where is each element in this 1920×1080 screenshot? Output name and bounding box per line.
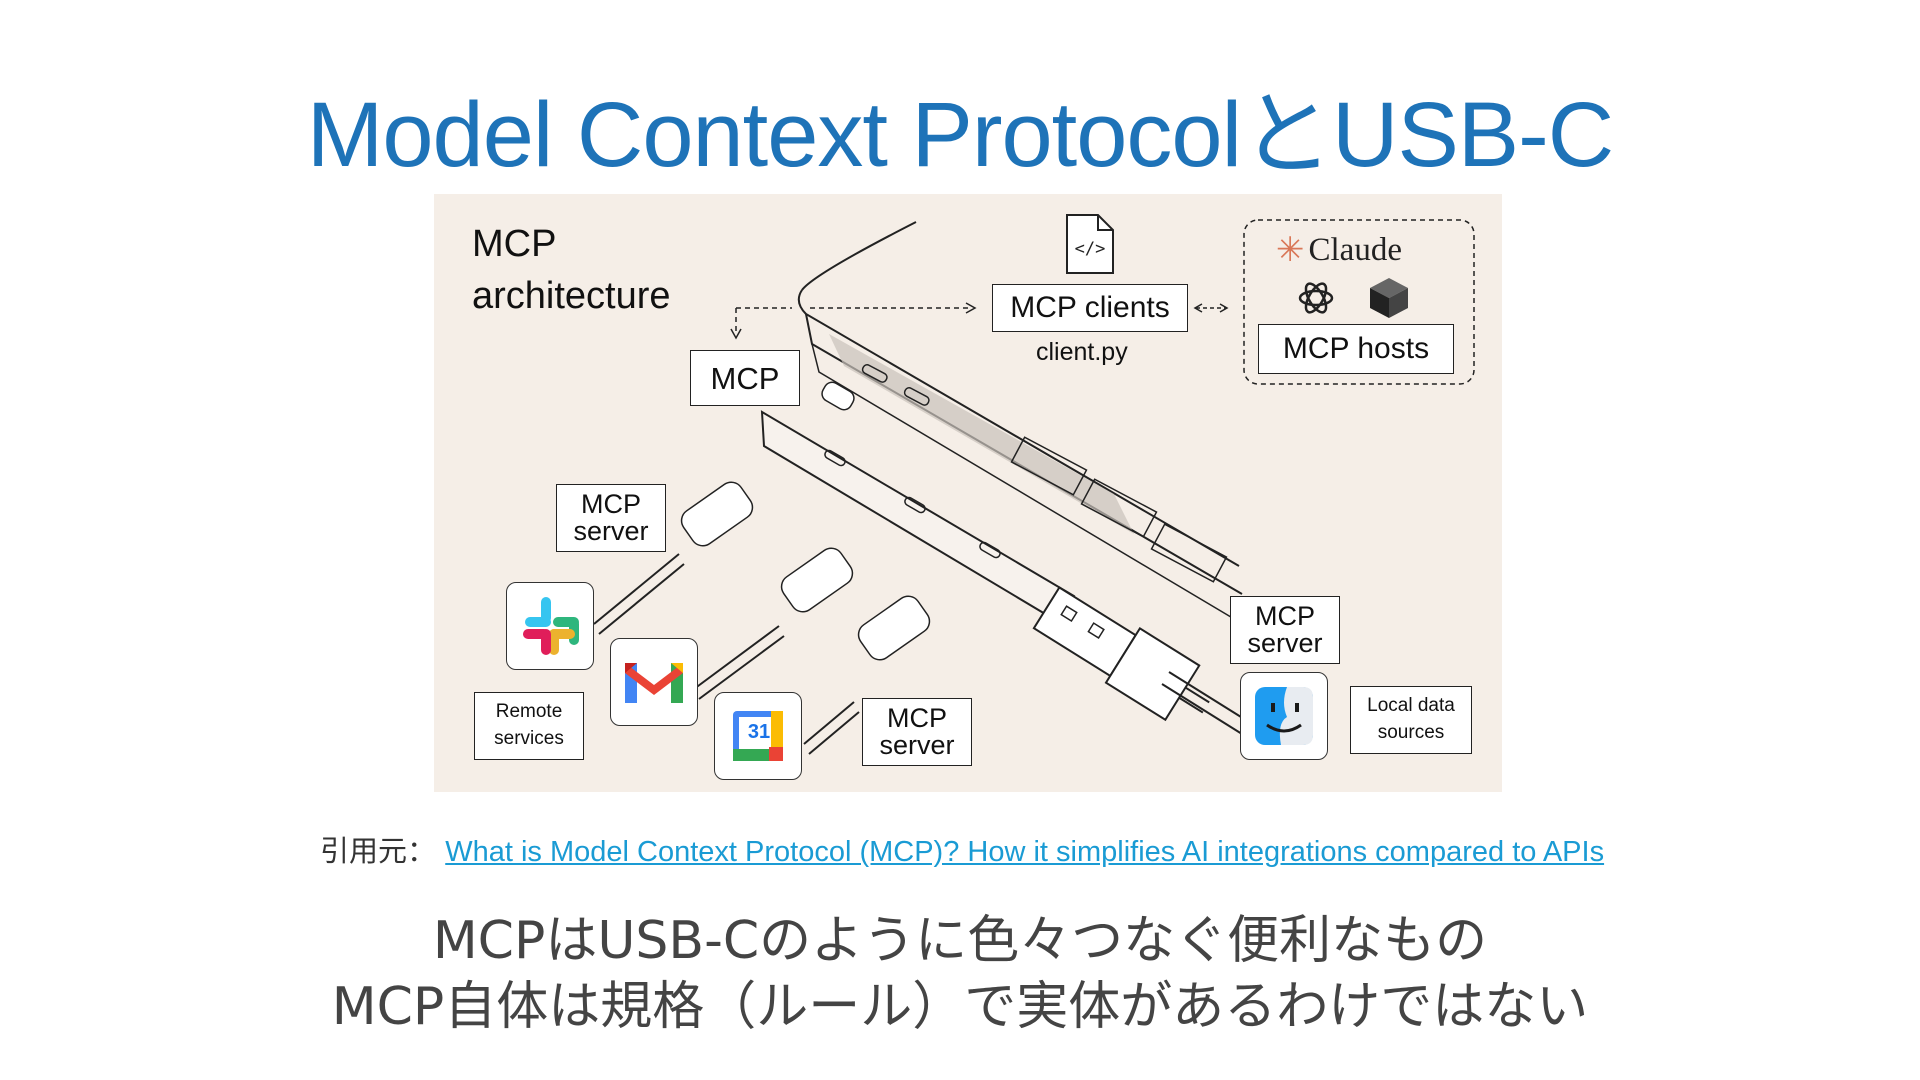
diagram-illustration (593, 219, 1475, 755)
slack-icon (523, 597, 579, 655)
slack-app-tile (506, 582, 594, 670)
local-data-sources-label: Local data sources (1350, 686, 1472, 754)
claude-logo: ✳ Claude (1276, 230, 1402, 270)
code-file-icon: </> (1066, 214, 1114, 274)
claude-logo-text: Claude (1308, 231, 1402, 268)
cube-logo-icon (1370, 278, 1408, 318)
openai-logo-icon (1298, 282, 1334, 314)
mcp-server-label-top: MCP server (556, 484, 666, 552)
diagram-heading-line1: MCP (472, 223, 557, 265)
mcp-server-label-right: MCP server (1230, 596, 1340, 664)
svg-text:</>: </> (1075, 239, 1106, 259)
mcp-hosts-label: MCP hosts (1258, 324, 1454, 374)
mcp-clients-label: MCP clients (992, 284, 1188, 332)
finder-icon (1255, 687, 1313, 745)
gmail-app-tile (610, 638, 698, 726)
gmail-icon (625, 663, 683, 703)
slide-title: Model Context ProtocolとUSB-C (306, 84, 1615, 186)
mcp-architecture-diagram: MCP architecture </> MCP clients client.… (434, 194, 1502, 792)
note-line-2: MCP自体は規格（ルール）で実体があるわけではない (331, 977, 1589, 1037)
finder-app-tile (1240, 672, 1328, 760)
client-file-label: client.py (1036, 338, 1128, 366)
citation-link[interactable]: What is Model Context Protocol (MCP)? Ho… (445, 836, 1605, 868)
diagram-heading: MCP architecture (472, 218, 671, 322)
calendar-day-number: 31 (747, 721, 771, 743)
mcp-label: MCP (690, 350, 800, 406)
diagram-heading-line2: architecture (472, 275, 671, 317)
citation: 引用元： What is Model Context Protocol (MCP… (320, 828, 1604, 870)
calendar-app-tile: 31 (714, 692, 802, 780)
remote-services-label: Remote services (474, 692, 584, 760)
claude-logo-icon: ✳ (1276, 230, 1305, 270)
note-line-1: MCPはUSB-Cのように色々つなぐ便利なもの (432, 911, 1488, 971)
citation-prefix: 引用元： (320, 834, 437, 868)
google-calendar-icon (733, 711, 783, 761)
mcp-server-label-mid: MCP server (862, 698, 972, 766)
